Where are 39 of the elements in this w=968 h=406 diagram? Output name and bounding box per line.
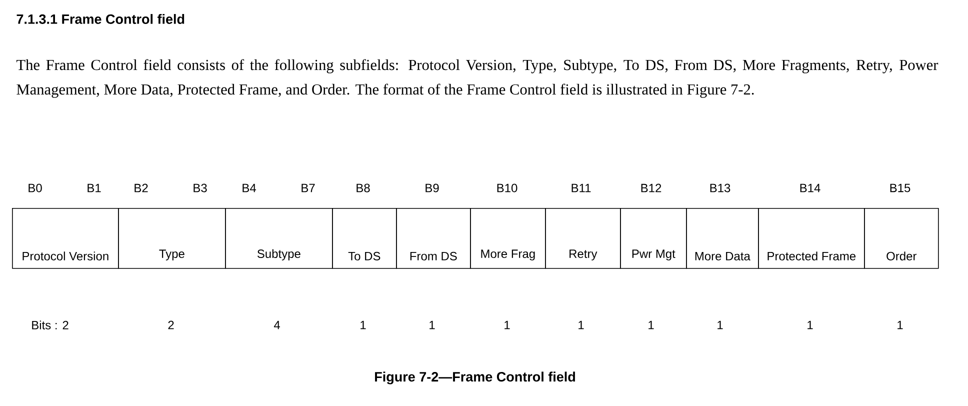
field-cell: Protected Frame [758, 208, 865, 269]
bit-count: 1 [648, 320, 654, 330]
bit-count: Bits : 2 [32, 320, 68, 330]
bit-number: B13 [710, 184, 730, 192]
field-cell: Order [864, 208, 939, 269]
bit-count: 1 [718, 320, 723, 330]
bit-number: B4 [242, 184, 256, 192]
bit-number: B3 [194, 184, 207, 192]
field-cell: Retry [545, 208, 621, 269]
field-cell: Subtype [225, 208, 333, 269]
bit-number: B11 [572, 184, 591, 192]
bit-number: B2 [134, 184, 148, 192]
bit-count: 1 [578, 320, 584, 330]
bit-count: 1 [808, 320, 813, 330]
paragraph: The Frame Control field consists of the following subfields: Protocol Version, Type, Subtype, To DS, From DS, More Fragments, Retry, Power Management, More Data, Protected Frame, and Order. The format of the Frame Control field is illustrated in Figure 7-2. [16, 59, 938, 98]
bit-count: 1 [898, 320, 903, 330]
bit-number: B8 [356, 184, 370, 192]
bit-count: 1 [430, 320, 435, 330]
field-cell: Pwr Mgt [620, 208, 687, 269]
figure-caption: Figure 7-2—Frame Control field [375, 372, 575, 384]
field-cell: Protocol Version [12, 208, 119, 269]
field-cell: More Frag [470, 208, 546, 269]
bit-number: B0 [28, 184, 42, 192]
bit-count: 4 [274, 320, 280, 330]
bit-number: B1 [88, 184, 101, 192]
field-cell: From DS [396, 208, 471, 269]
bit-number: B15 [890, 184, 910, 192]
bit-number: B12 [641, 184, 662, 192]
bit-number: B7 [302, 184, 315, 192]
bit-number: B14 [800, 184, 820, 192]
field-cell: More Data [686, 208, 759, 269]
heading: 7.1.3.1 Frame Control field [16, 14, 184, 24]
bit-number: B9 [426, 184, 439, 192]
bit-count: 1 [504, 320, 510, 330]
bit-number: B10 [497, 184, 518, 192]
bit-count: 2 [168, 320, 174, 330]
bit-count: 1 [360, 320, 366, 330]
field-cell: Type [118, 208, 226, 269]
field-cell: To DS [332, 208, 397, 269]
